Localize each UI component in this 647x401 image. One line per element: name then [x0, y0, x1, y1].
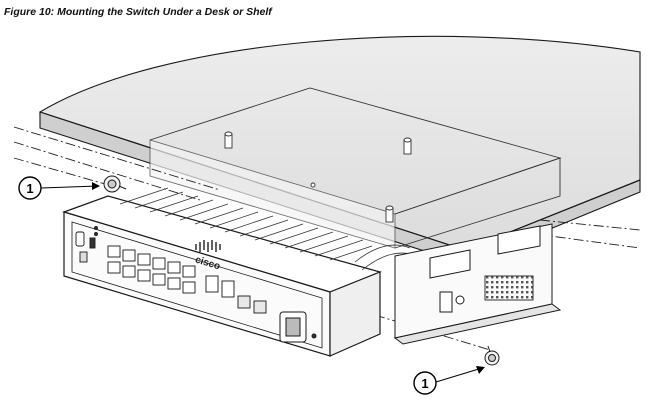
callout-1-top: 1	[18, 176, 100, 200]
screw-top-left	[103, 175, 127, 193]
ethernet-port-grid	[107, 245, 267, 314]
screw-bottom-right	[484, 345, 500, 366]
callout-1-bottom: 1	[413, 366, 485, 395]
figure-caption: Figure 10: Mounting the Switch Under a D…	[4, 6, 272, 18]
svg-text:1: 1	[26, 181, 33, 196]
mode-button	[79, 251, 88, 263]
stud-3	[385, 205, 394, 223]
svg-text:1: 1	[421, 376, 428, 391]
stud-1	[224, 131, 233, 149]
mounting-bracket	[149, 87, 562, 249]
usb-port	[89, 237, 96, 249]
side-bracket	[393, 223, 562, 345]
front-panel-left	[75, 226, 98, 263]
ethernet-ports-row-bottom	[107, 261, 196, 294]
console-port	[75, 231, 85, 247]
uplink-ports	[205, 275, 267, 314]
switch-chassis	[62, 195, 382, 357]
stud-2	[403, 137, 412, 155]
ethernet-ports-row-top	[107, 245, 196, 278]
switch-top-vents	[119, 187, 418, 271]
power-connector	[279, 311, 317, 343]
